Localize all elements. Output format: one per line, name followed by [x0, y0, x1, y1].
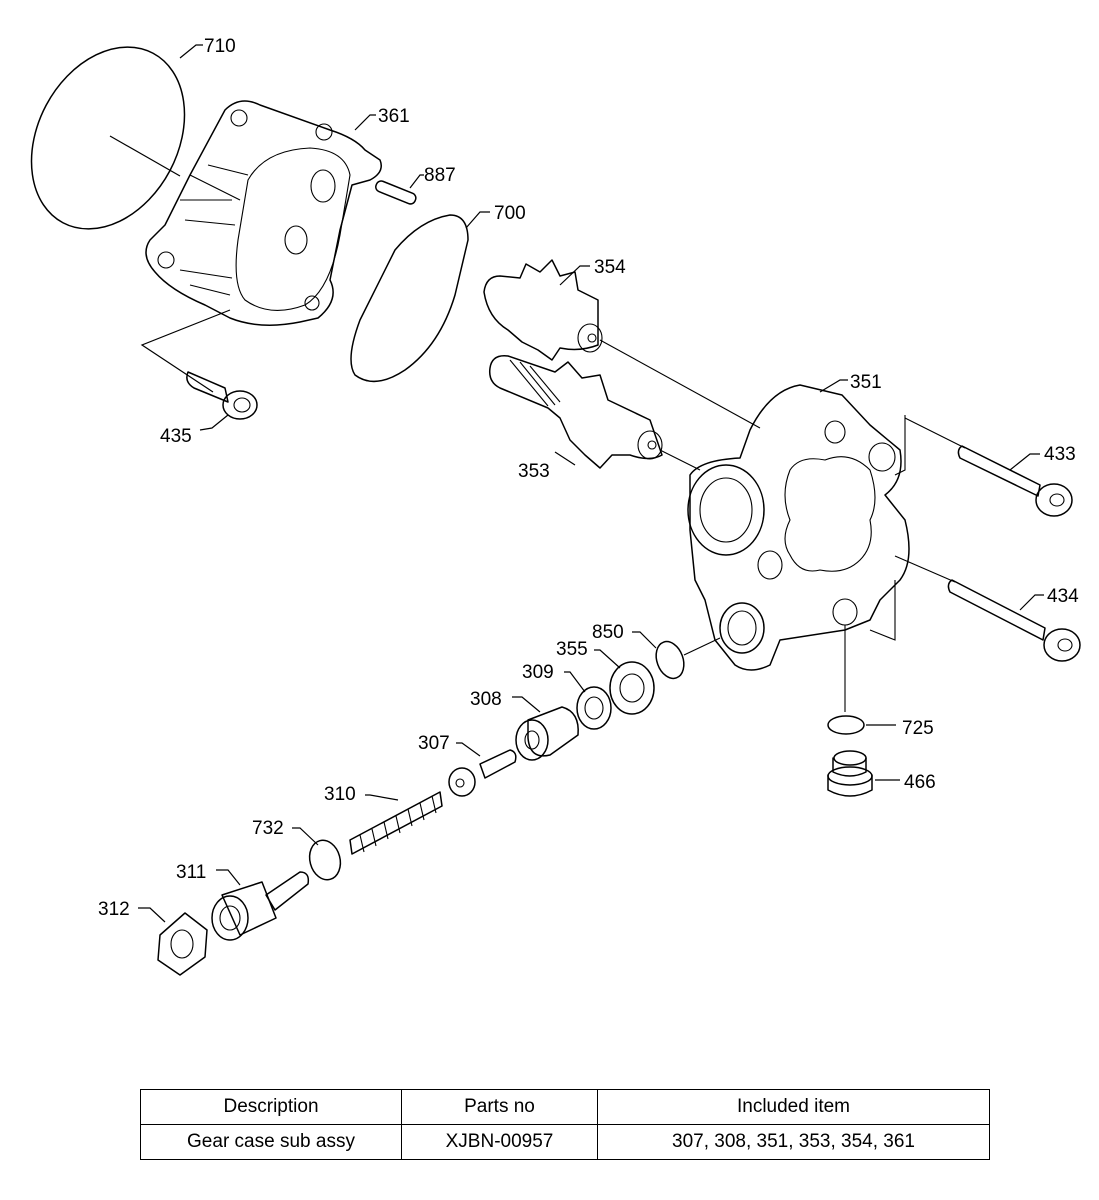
part-433-bolt: [904, 417, 1073, 517]
column-header-description: Description: [140, 1089, 402, 1125]
callout-354: 354: [594, 257, 626, 278]
callout-466: 466: [904, 772, 936, 793]
callout-312: 312: [98, 899, 130, 920]
table-header-row: Description Parts no Included item: [140, 1089, 990, 1125]
callout-435: 435: [160, 426, 192, 447]
callout-labels: 710 361 887 700 354 435 351 433 353 434 …: [98, 36, 1079, 920]
part-732-oring: [308, 839, 342, 881]
callout-361: 361: [378, 106, 410, 127]
callout-732: 732: [252, 818, 284, 839]
part-309-bushing: [576, 686, 612, 730]
exploded-parts-diagram: 710 361 887 700 354 435 351 433 353 434 …: [30, 36, 1081, 976]
callout-434: 434: [1047, 586, 1079, 607]
part-435-bolt: [140, 309, 258, 420]
cell-description: Gear case sub assy: [140, 1124, 402, 1160]
callout-309: 309: [522, 662, 554, 683]
callout-307: 307: [418, 733, 450, 754]
part-308-sleeve: [515, 706, 579, 761]
leader-lines: [138, 44, 1044, 923]
column-header-included-item: Included item: [597, 1089, 990, 1125]
callout-353: 353: [518, 461, 550, 482]
table-row: Gear case sub assy XJBN-00957 307, 308, …: [140, 1124, 990, 1160]
part-355-bearing: [609, 661, 655, 715]
part-850-snap-ring: [655, 637, 721, 680]
callout-887: 887: [424, 165, 456, 186]
part-466-plug: [827, 750, 873, 797]
part-361-cover: [145, 100, 382, 326]
part-354-gear: [483, 259, 761, 429]
callout-700: 700: [494, 203, 526, 224]
column-header-parts-no: Parts no: [401, 1089, 598, 1125]
part-311-adjuster: [211, 871, 310, 941]
callout-850: 850: [592, 622, 624, 643]
part-700-gasket: [350, 214, 469, 383]
callout-308: 308: [470, 689, 502, 710]
parts-table: Description Parts no Included item Gear …: [140, 1089, 990, 1160]
part-725-oring: [827, 715, 865, 735]
callout-710: 710: [204, 36, 236, 57]
part-307-poppet: [448, 749, 517, 797]
cell-included-item: 307, 308, 351, 353, 354, 361: [597, 1124, 990, 1160]
cell-parts-no: XJBN-00957: [401, 1124, 598, 1160]
part-312-nut: [157, 912, 208, 976]
callout-355: 355: [556, 639, 588, 660]
callout-433: 433: [1044, 444, 1076, 465]
part-351-gear-case: [687, 384, 910, 712]
part-710-oring: [30, 46, 186, 230]
part-887-pin: [375, 180, 417, 205]
callout-351: 351: [850, 372, 882, 393]
callout-310: 310: [324, 784, 356, 805]
part-353-gear-shaft: [488, 355, 701, 471]
part-310-spring: [349, 791, 443, 855]
callout-725: 725: [902, 718, 934, 739]
part-434-bolt: [894, 555, 1081, 662]
callout-311: 311: [176, 862, 206, 883]
